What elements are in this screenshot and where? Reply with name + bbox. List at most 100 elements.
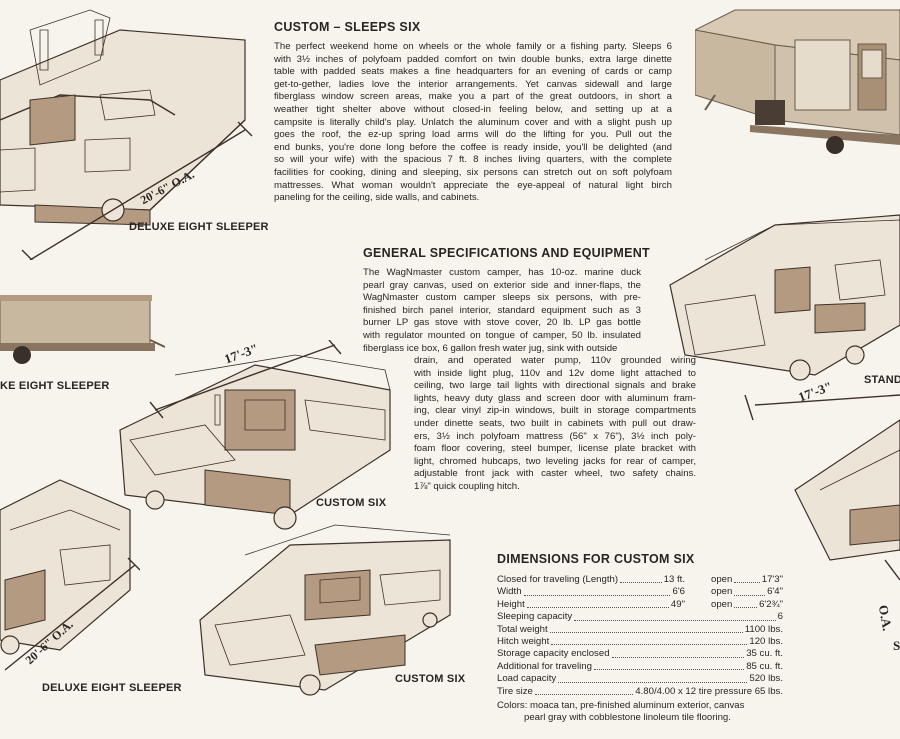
paragraph-line: 1⅞" quick coupling hitch.: [414, 480, 520, 492]
paragraph-line: WagNmaster custom camper sleeps six pers…: [363, 292, 641, 304]
dimension-row: Total weight 1100 lbs.: [497, 624, 783, 636]
paragraph-line: campsite is literally child's play. Unla…: [274, 116, 672, 128]
paragraph-line: under dinette seats, two built in cabine…: [414, 417, 696, 429]
paragraph-line: fiberglass ice box, 6 gallon fresh water…: [363, 342, 618, 354]
paragraph-line: adjustable front jack with caster wheel,…: [414, 468, 696, 480]
camper-photo-top-right: [695, 9, 900, 154]
dimension-label: Width: [497, 586, 522, 598]
paragraph-line: fiberglass window screen areas, make you…: [274, 91, 672, 103]
dimension-label: Tire size: [497, 685, 533, 697]
dimension-row: Storage capacity enclosed 35 cu. ft.: [497, 648, 783, 660]
paragraph-line: so will your wife) with the spacious 7 f…: [274, 154, 672, 166]
open-label: open: [711, 598, 733, 610]
open-dimension: open 6'4": [711, 586, 783, 598]
dot-leader: [611, 648, 745, 658]
dimensions-colors-line-2: pearl gray with cobblestone linoleum til…: [524, 712, 731, 723]
paragraph-line: with regulator mounted on tongue of camp…: [363, 329, 641, 341]
open-value: 6'4": [767, 586, 783, 598]
paragraph-line: ceiling, two large tail lights with dire…: [414, 380, 696, 392]
general-specs-body-indented: drain, and operated water pump, 110v gro…: [414, 355, 696, 494]
custom-sleeps-six-body: The perfect weekend home on wheels or th…: [274, 41, 672, 205]
dimension-value: 6: [777, 611, 783, 623]
caption-custom-six-mid: CUSTOM SIX: [316, 497, 387, 509]
caption-deluxe-top: DELUXE EIGHT SLEEPER: [129, 221, 269, 233]
dimension-label: Total weight: [497, 623, 548, 635]
dimension-value: 4.80/4.00 x 12 tire pressure 65 lbs.: [635, 685, 783, 697]
dimensions-heading: DIMENSIONS FOR CUSTOM SIX: [497, 552, 695, 566]
paragraph-line: end bunks, you're done long before the c…: [274, 141, 672, 153]
dot-leader: [551, 636, 748, 646]
dimension-label: Height: [497, 598, 525, 610]
dimension-label: Storage capacity enclosed: [497, 648, 610, 660]
paragraph-line: goes the roof, the ez-up spring load arm…: [274, 129, 672, 141]
open-label: open: [711, 586, 733, 598]
paragraph-line: table with padded seats makes a fine hea…: [274, 66, 672, 78]
dimension-value: 1100 lbs.: [744, 623, 783, 635]
dimensions-table: Closed for traveling (Length) 13 ft. open 1…: [497, 574, 783, 698]
dimension-label: Additional for traveling: [497, 660, 592, 672]
camper-photo-left-partial: [0, 295, 165, 364]
dimension-row: Height 49" open 6'2¾": [497, 599, 783, 611]
dimension-value: 49": [670, 598, 685, 610]
paragraph-line: pearl gray canvas, used on exterior side…: [363, 279, 641, 291]
paragraph-line: The WagNmaster custom camper, has 10-oz.…: [363, 267, 641, 278]
dimension-value: 85 cu. ft.: [746, 660, 783, 672]
dot-leader: [558, 673, 748, 683]
dot-leader: [734, 599, 758, 609]
dimension-value: 35 cu. ft.: [746, 648, 783, 660]
dimension-label: Hitch weight: [497, 636, 550, 648]
paragraph-line: drain, and operated water pump, 110v gro…: [414, 355, 696, 366]
dimension-row: Sleeping capacity 6: [497, 611, 783, 623]
paragraph-line: facilities for cooking, dining and sleep…: [274, 166, 672, 178]
open-value: 17'3": [761, 574, 783, 585]
dot-leader: [523, 586, 671, 596]
open-dimension: open 17'3": [711, 574, 783, 586]
open-label: open: [711, 574, 733, 585]
paragraph-line: burner LP gas stove with stove cover, 20…: [363, 317, 641, 329]
paragraph-line: finished birch panel interior, standard …: [363, 304, 641, 316]
caption-custom-six-bottom: CUSTOM SIX: [395, 673, 466, 685]
caption-standard-partial: STAND: [864, 374, 900, 386]
dot-leader: [734, 586, 766, 596]
caption-deluxe-bottom: DELUXE EIGHT SLEEPER: [42, 682, 182, 694]
deluxe-eight-sleeper-drawing-bottom: [0, 479, 140, 671]
general-specs-body: The WagNmaster custom camper, has 10-oz.…: [363, 267, 641, 355]
paragraph-line: foam floor covering, steel bumper, licen…: [414, 443, 696, 455]
partial-drawing-right-edge: [794, 419, 900, 580]
dimension-label: Load capacity: [497, 673, 557, 685]
dot-leader: [526, 599, 669, 609]
open-dimension: open 6'2¾": [711, 599, 783, 611]
custom-six-drawing-bottom: [199, 524, 451, 696]
dot-leader: [574, 611, 776, 621]
dot-leader: [534, 686, 634, 696]
paragraph-line: get-to-gether, ladies love the interior …: [274, 78, 672, 90]
deluxe-eight-sleeper-drawing-top: [0, 9, 253, 260]
dimension-row: Closed for traveling (Length) 13 ft. open 1…: [497, 574, 783, 586]
paragraph-line: lights, heavy duty glass and screen door…: [414, 392, 696, 404]
standard-drawing-right: [669, 214, 900, 421]
dimension-label: Sleeping capacity: [497, 611, 573, 623]
open-value: 6'2¾": [759, 598, 783, 610]
dimension-label: Closed for traveling (Length): [497, 574, 619, 585]
paragraph-line: ing, clear vinyl zip-in windows, built i…: [414, 405, 696, 417]
dimension-value: 6'6: [672, 586, 685, 598]
dimension-row: Additional for traveling 85 cu. ft.: [497, 661, 783, 673]
paragraph-line: ers, 3½ inch polyfoam mattress (56" x 76…: [414, 430, 696, 442]
dimension-value: 13 ft.: [663, 574, 685, 585]
dimension-row: Width 6'6 open 6'4": [497, 586, 783, 598]
caption-deluxe-left-partial: KE EIGHT SLEEPER: [0, 380, 110, 392]
paragraph-line: paneling for the ceiling, side walls, an…: [274, 192, 480, 204]
paragraph-line: light, chromed hubcaps, two leveling jac…: [414, 455, 696, 467]
dim-label-right-edge-oa: O.A.: [875, 603, 896, 633]
dot-leader: [549, 624, 743, 634]
general-specs-heading: GENERAL SPECIFICATIONS AND EQUIPMENT: [363, 246, 650, 260]
paragraph-line: with inside light plug, 110v and 12v dom…: [414, 367, 696, 379]
paragraph-line: The perfect weekend home on wheels or th…: [274, 41, 672, 52]
dim-label-right-edge-s: S: [893, 638, 900, 653]
dot-leader: [620, 574, 662, 584]
dot-leader: [734, 574, 760, 584]
custom-sleeps-six-heading: CUSTOM – SLEEPS SIX: [274, 20, 421, 34]
custom-six-drawing-mid: [119, 340, 391, 530]
